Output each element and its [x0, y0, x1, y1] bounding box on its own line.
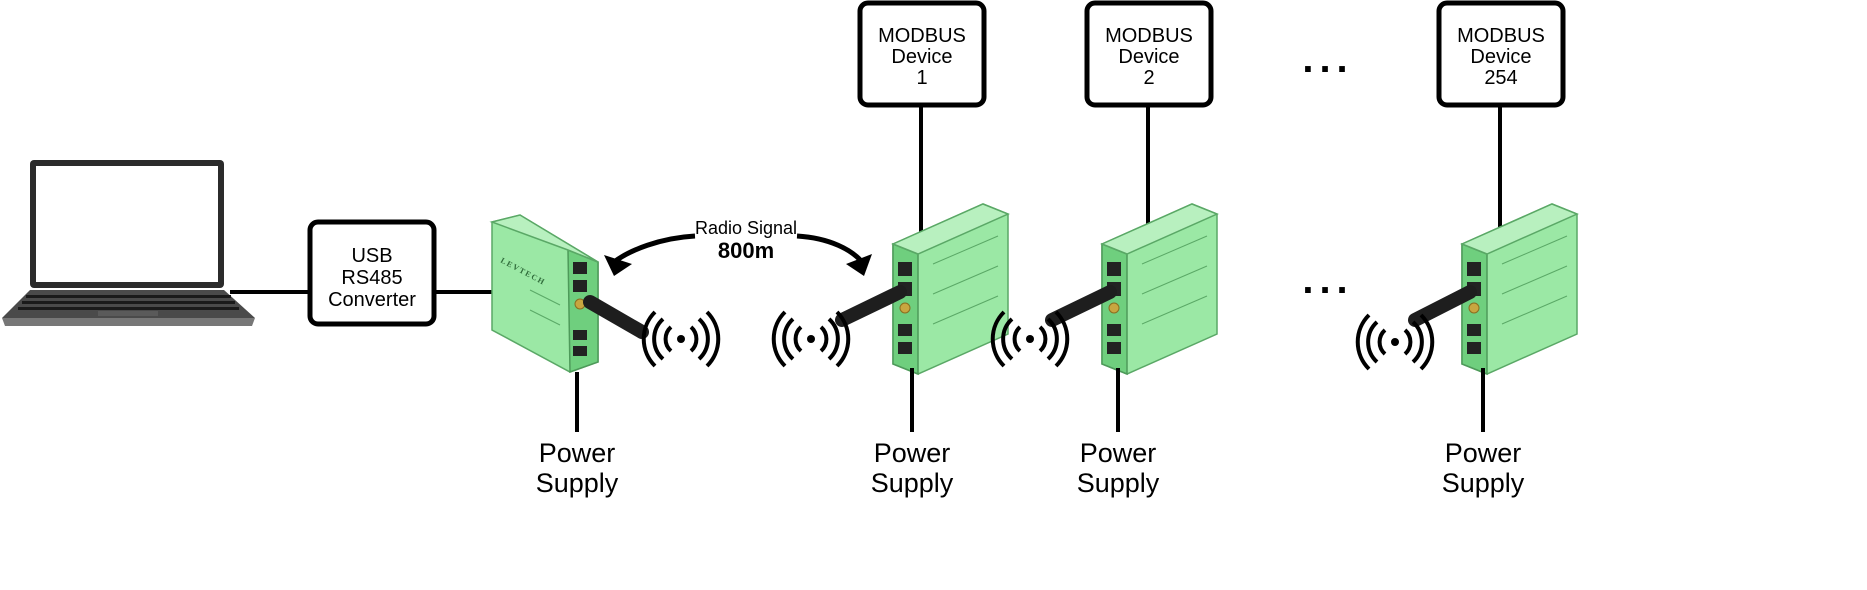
slave-1-power-label-1: Power	[874, 438, 951, 468]
converter-line-3: Converter	[328, 289, 416, 311]
slave-254-power-label-1: Power	[1445, 438, 1522, 468]
device-254-number: 254	[1484, 67, 1517, 89]
master-power-label-2: Supply	[536, 468, 619, 498]
slave-module-2: MODBUS Device 2 Power Supply	[990, 0, 1218, 498]
master-signal-icon	[641, 310, 721, 368]
converter-line-1: USB	[351, 245, 392, 267]
ellipsis-middle: ...	[1302, 258, 1353, 302]
converter-line-2: RS485	[341, 267, 402, 289]
slave-2-power-label-2: Supply	[1077, 468, 1160, 498]
master-antenna-icon	[583, 295, 649, 339]
slave-254-power-label-2: Supply	[1442, 468, 1525, 498]
master-radio-module: LEVTECH	[489, 214, 599, 374]
laptop-icon	[2, 160, 255, 326]
ellipsis-top: ...	[1302, 37, 1353, 81]
slave-2-antenna-icon	[1045, 285, 1117, 327]
radio-arrow-left	[612, 233, 696, 265]
slave-254-antenna-icon	[1408, 285, 1477, 327]
modbus-device-1-box	[857, 0, 987, 108]
usb-rs485-converter-box: USB RS485 Converter	[307, 219, 437, 327]
radio-arrow-right	[796, 233, 864, 264]
radio-arrowhead-right-icon	[846, 254, 872, 276]
radio-signal-label: Radio Signal	[695, 218, 797, 238]
radio-arrowhead-left-icon	[604, 255, 632, 276]
slave-2-power-label-1: Power	[1080, 438, 1157, 468]
device-254-line-2: Device	[1470, 46, 1531, 68]
device-2-line-2: Device	[1118, 46, 1179, 68]
modbus-device-254-box	[1436, 0, 1566, 108]
device-2-number: 2	[1143, 67, 1154, 89]
master-power-label-1: Power	[539, 438, 616, 468]
slave-1-antenna-icon	[835, 285, 907, 327]
device-1-line-1: MODBUS	[878, 25, 966, 47]
modbus-device-2-box	[1084, 0, 1214, 108]
device-1-number: 1	[916, 67, 927, 89]
radio-distance-label: 800m	[718, 238, 774, 263]
device-1-line-2: Device	[891, 46, 952, 68]
slave-module-1: MODBUS Device 1 Power Supply	[771, 0, 1009, 498]
slave-1-power-label-2: Supply	[871, 468, 954, 498]
device-254-line-1: MODBUS	[1457, 25, 1545, 47]
slave-module-254: MODBUS Device 254 Power Supply	[1355, 0, 1578, 498]
device-2-line-1: MODBUS	[1105, 25, 1193, 47]
